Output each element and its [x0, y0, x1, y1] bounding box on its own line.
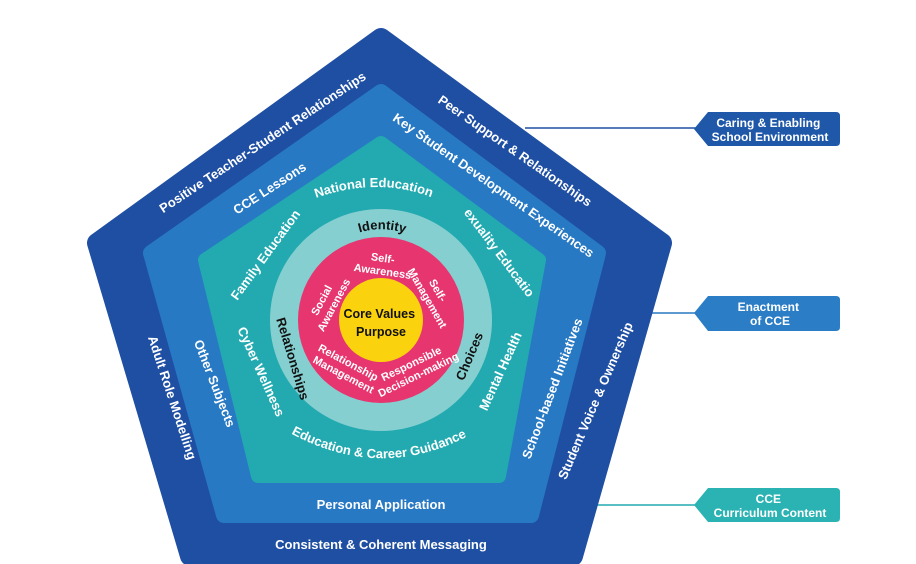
- core-label: Core Values Purpose: [343, 307, 418, 339]
- legend-tag-shape: [694, 296, 840, 331]
- outer-label-bottom: Consistent & Coherent Messaging: [275, 537, 487, 552]
- legend-tag-shape: [694, 112, 840, 146]
- middle-label-bottom: Personal Application: [317, 497, 446, 512]
- core-circle: [339, 278, 423, 362]
- legend-curriculum-content: CCE Curriculum Content: [694, 488, 840, 522]
- legend-tag-shape: [694, 488, 840, 522]
- legend-text: Enactment of CCE: [738, 300, 803, 328]
- legend-text: CCE Curriculum Content: [714, 492, 827, 520]
- legend-caring-enabling: Caring & Enabling School Environment: [694, 112, 840, 146]
- legend-enactment: Enactment of CCE: [694, 296, 840, 331]
- legend-text: Caring & Enabling School Environment: [712, 116, 829, 144]
